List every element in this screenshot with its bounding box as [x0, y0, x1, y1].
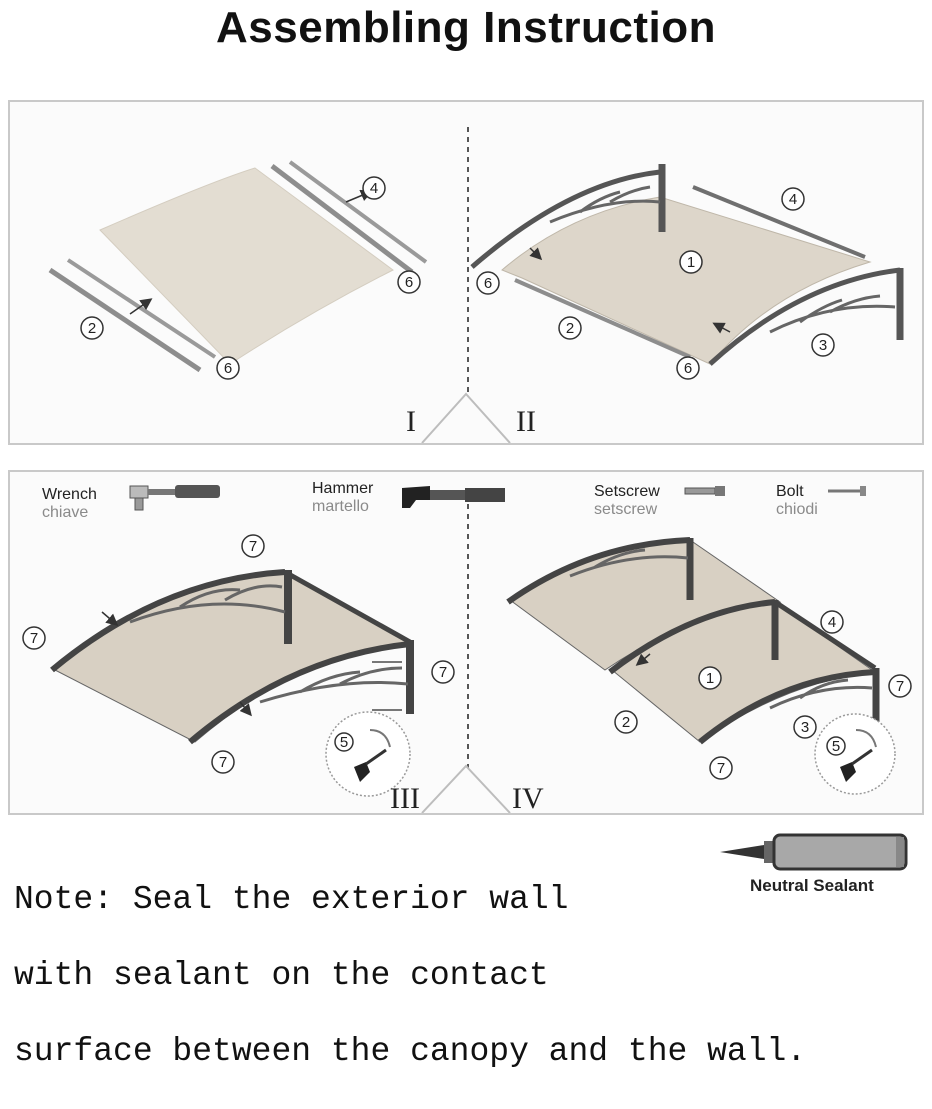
svg-text:6: 6 [484, 275, 492, 292]
rail-4b [288, 160, 428, 264]
svg-text:7: 7 [439, 664, 447, 681]
assembled-sheet [501, 196, 872, 365]
svg-text:7: 7 [896, 678, 904, 695]
svg-text:7: 7 [717, 760, 725, 777]
note-line-1: Note: Seal the exterior wall [14, 881, 569, 918]
svg-text:6: 6 [224, 360, 232, 377]
top-panel-drawing: 4 6 2 6 4 1 6 2 [48, 127, 904, 443]
callout-4-iv: 4 [820, 610, 844, 634]
rail-2 [48, 267, 202, 373]
svg-text:2: 2 [566, 320, 574, 337]
tool-bolt: Bolt chiodi [776, 483, 818, 519]
callout-5-iii: 5 [334, 732, 354, 752]
step-label-iv: IV [512, 782, 544, 815]
sealant-tube-icon [720, 833, 908, 871]
tool-wrench-name: Wrench [42, 486, 97, 503]
callout-3-top-ii: 3 [811, 333, 835, 357]
polycarbonate-sheet [99, 167, 394, 365]
svg-text:5: 5 [832, 738, 840, 755]
tool-wrench: Wrench chiave [42, 486, 97, 522]
note-line-2: with sealant on the contact [14, 957, 549, 994]
tool-setscrew-sub: setscrew [594, 501, 658, 518]
callout-6-top-ii-bottom: 6 [676, 356, 700, 380]
step-chevron [421, 392, 511, 443]
note-line-3: surface between the canopy and the wall. [14, 1033, 807, 1070]
step-chevron-bottom [421, 764, 511, 813]
svg-text:1: 1 [706, 670, 714, 687]
tool-setscrew-name: Setscrew [594, 483, 660, 500]
tool-hammer-name: Hammer [312, 480, 374, 497]
tool-setscrew: Setscrew setscrew [594, 483, 660, 519]
svg-text:3: 3 [819, 337, 827, 354]
callout-4-top-i: 4 [362, 176, 386, 200]
callout-7-iii-bottom: 7 [211, 750, 235, 774]
callout-7-iii-top: 7 [241, 534, 265, 558]
callout-1-top-ii: 1 [679, 250, 703, 274]
callout-2-top-ii: 2 [558, 316, 582, 340]
callout-7-iv-right: 7 [888, 674, 912, 698]
callout-5-iv: 5 [826, 736, 846, 756]
bracket-arm-left [470, 169, 661, 269]
bottom-panel: 7 7 7 7 5 4 1 7 [8, 470, 924, 815]
callout-3-iv: 3 [793, 715, 817, 739]
page-title: Assembling Instruction [216, 3, 716, 52]
tool-hammer: Hammer martello [312, 480, 373, 516]
svg-text:2: 2 [88, 320, 96, 337]
tool-wrench-sub: chiave [42, 504, 89, 521]
callout-6-top-i-right: 6 [397, 270, 421, 294]
callout-6-top-i-left: 6 [216, 356, 240, 380]
bolt-icon [828, 486, 866, 496]
svg-text:5: 5 [340, 734, 348, 751]
callout-1-iv: 1 [698, 666, 722, 690]
callout-7-iv-bottom: 7 [709, 756, 733, 780]
svg-text:2: 2 [622, 714, 630, 731]
svg-text:7: 7 [249, 538, 257, 555]
bracket-arm-right [708, 267, 901, 366]
tool-hammer-sub: martello [312, 498, 369, 515]
svg-text:4: 4 [370, 180, 378, 197]
callout-4-top-ii: 4 [781, 187, 805, 211]
step-label-ii: II [516, 405, 536, 438]
svg-text:1: 1 [687, 254, 695, 271]
callout-2-iv: 2 [614, 710, 638, 734]
step-label-i: I [406, 405, 416, 438]
svg-text:7: 7 [219, 754, 227, 771]
step-label-iii: III [390, 782, 420, 815]
sealing-note: Note: Seal the exterior wall with sealan… [14, 843, 807, 1109]
detail-hammer-iv [814, 713, 896, 795]
svg-text:3: 3 [801, 719, 809, 736]
sealant-label: Neutral Sealant [750, 876, 874, 895]
bottom-panel-drawing: 7 7 7 7 5 4 1 7 [22, 485, 912, 813]
callout-7-iii-left: 7 [22, 626, 46, 650]
callout-7-iii-right: 7 [431, 660, 455, 684]
callout-6-top-ii-left: 6 [476, 271, 500, 295]
bracket-arm-iii-right [188, 641, 411, 745]
rail-4-installed [692, 185, 866, 259]
top-panel: 4 6 2 6 4 1 6 2 [8, 100, 924, 445]
tool-bolt-sub: chiodi [776, 501, 818, 518]
rail-2-installed [514, 278, 691, 359]
setscrew-icon [684, 486, 725, 496]
svg-text:4: 4 [828, 614, 836, 631]
bracket-arm-iii-left [50, 569, 286, 673]
svg-text:6: 6 [684, 360, 692, 377]
rail-4 [270, 164, 414, 274]
tool-bolt-name: Bolt [776, 483, 804, 500]
svg-text:4: 4 [789, 191, 797, 208]
svg-text:6: 6 [405, 274, 413, 291]
hammer-icon [402, 486, 505, 508]
wrench-icon [129, 485, 220, 511]
callout-2-top-i: 2 [80, 316, 104, 340]
svg-text:7: 7 [30, 630, 38, 647]
